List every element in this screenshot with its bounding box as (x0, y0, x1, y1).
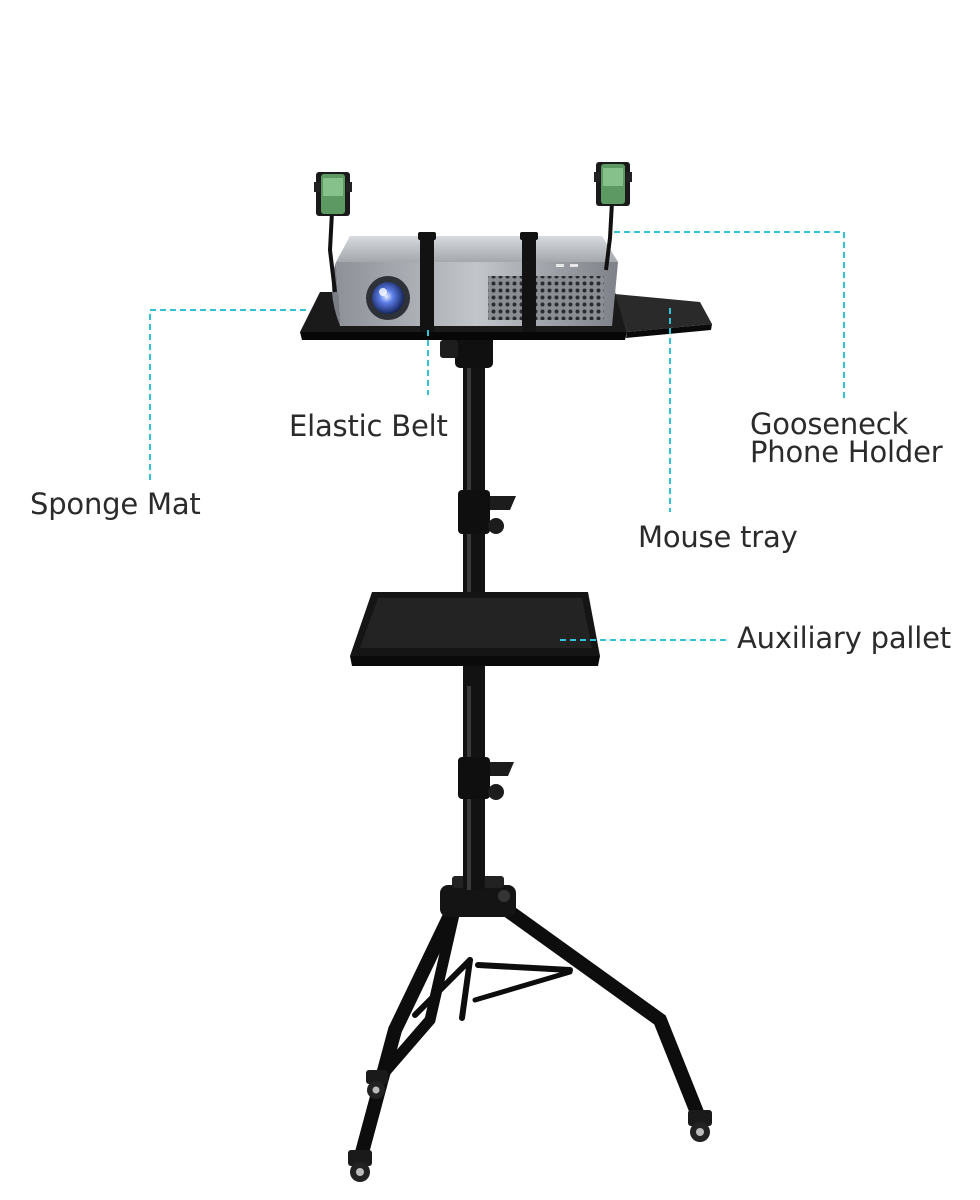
auxiliary-pallet (350, 592, 600, 686)
leader-sponge-mat (149, 309, 306, 480)
tripod-base (353, 898, 707, 1167)
label-sponge-mat: Sponge Mat (30, 487, 201, 521)
projector (331, 236, 618, 326)
label-auxiliary-pallet: Auxiliary pallet (737, 621, 951, 655)
label-elastic-belt: Elastic Belt (289, 409, 448, 443)
gooseneck-phone-holder-right (594, 162, 632, 271)
label-gooseneck-line1: Gooseneck (750, 407, 909, 441)
gooseneck-phone-holder-left (314, 172, 352, 293)
caster-wheel-back-left (366, 1070, 388, 1099)
callout-lines (149, 231, 845, 641)
height-clamp-upper (458, 490, 516, 534)
elastic-belts (418, 232, 538, 332)
label-mouse-tray: Mouse tray (638, 520, 798, 554)
caster-wheel-right (688, 1110, 712, 1142)
mouse-tray-extension (615, 294, 712, 338)
leader-gooseneck (614, 231, 845, 400)
label-gooseneck-line2: Phone Holder (750, 435, 943, 469)
height-clamp-lower (458, 757, 514, 800)
caster-wheel-front-left (348, 1150, 372, 1182)
